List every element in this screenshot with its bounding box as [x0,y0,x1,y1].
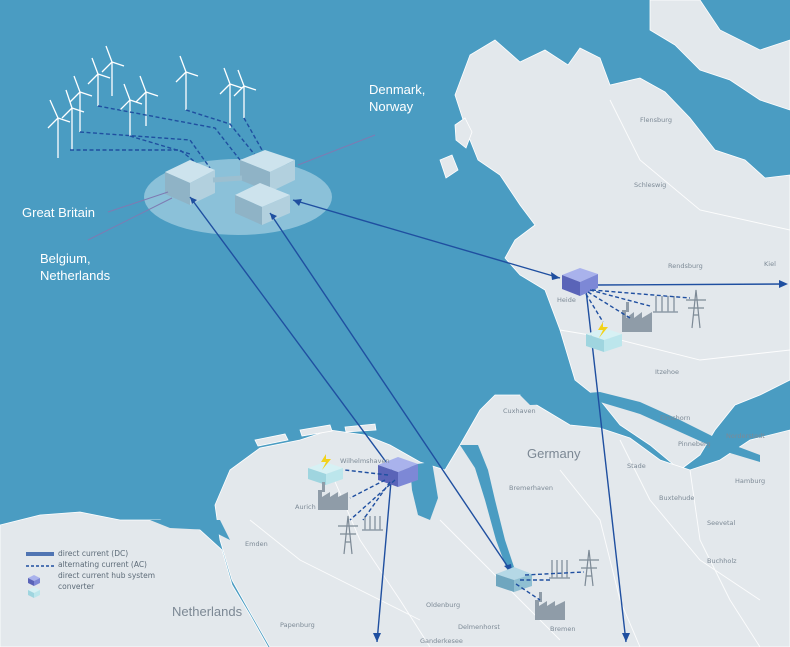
converter-icon [586,322,622,352]
legend-converter-label: converter [58,582,95,591]
city-aurich: Aurich [295,503,316,511]
label-belgium-netherlands: Belgium, Netherlands [40,250,110,284]
lightning-icon [598,322,608,338]
legend-ac-label: alternating current (AC) [58,560,147,569]
label-netherlands-country: Netherlands [172,604,243,619]
lightning-icon [321,454,331,470]
city-itzehoe: Itzehoe [655,368,679,376]
city-bremerhaven: Bremerhaven [509,484,553,492]
dc-lines [189,196,786,643]
city-ganderkesee: Ganderkesee [420,637,463,645]
legend-row-ac: alternating current (AC) [26,559,155,570]
hub-box-icon [165,160,215,205]
offshore-hub [165,150,295,225]
wind-turbine-icon [233,69,257,118]
wind-farm [47,45,257,158]
label-denmark-line: Denmark, [369,82,426,97]
leader-lines [87,134,376,241]
city-emden: Emden [245,540,268,548]
city-pinneberg: Pinneberg [678,440,711,448]
city-bremen: Bremen [550,625,576,633]
city-norderstedt: Norderstedt [726,432,765,440]
city-flensburg: Flensburg [640,116,672,124]
wind-turbine-icon [47,99,71,158]
city-stade: Stade [627,462,646,470]
label-belgium-line: Belgium, [40,251,91,266]
converter-icon [496,567,532,592]
city-hamburg: Hamburg [735,477,766,485]
legend-row-dc: direct current (DC) [26,548,155,559]
wind-turbine-icon [219,67,243,128]
wind-turbine-icon [87,57,111,106]
city-heide: Heide [557,296,576,304]
hub-heide [562,268,598,296]
label-netherlands-line: Netherlands [40,268,111,283]
city-cuxhaven: Cuxhaven [503,407,536,415]
legend: direct current (DC) alternating current … [26,548,155,592]
factory-icon [622,302,652,332]
city-delmenhorst: Delmenhorst [458,623,500,631]
wind-turbine-icon [175,55,199,110]
wind-turbine-icon [69,75,93,132]
label-denmark-norway: Denmark, Norway [369,81,425,115]
legend-swatches [26,552,54,598]
wind-turbine-icon [61,89,85,150]
city-kiel: Kiel [764,260,776,268]
city-papenburg: Papenburg [280,621,315,629]
hub-box-icon [235,183,290,225]
onshore-ac-lines [344,289,691,601]
substation-icon [362,296,678,579]
factory-icon [318,482,348,510]
wind-turbine-icon [101,45,125,96]
label-germany: Germany [527,446,581,461]
label-great-britain: Great Britain [22,205,95,220]
city-rendsburg: Rendsburg [668,262,703,270]
legend-dc-label: direct current (DC) [58,549,129,558]
legend-hub-label: direct current hub system [58,571,156,580]
factory-icon [535,592,565,620]
city-buxtehude: Buxtehude [659,494,695,502]
rivers [150,392,760,572]
city-wilhelmshaven: Wilhelmshaven [340,457,390,465]
legend-row-hub: direct current hub system [26,570,155,581]
pylon-icon [338,289,706,587]
city-schleswig: Schleswig [634,181,667,189]
city-seevetal: Seevetal [707,519,736,527]
city-elmshorn: Elmshorn [660,414,691,422]
city-oldenburg: Oldenburg [426,601,461,609]
legend-row-converter: converter [26,581,155,592]
wind-turbine-icon [135,75,159,126]
label-norway-line: Norway [369,99,414,114]
converter-icon [308,454,343,485]
city-buchholz: Buchholz [707,557,737,565]
